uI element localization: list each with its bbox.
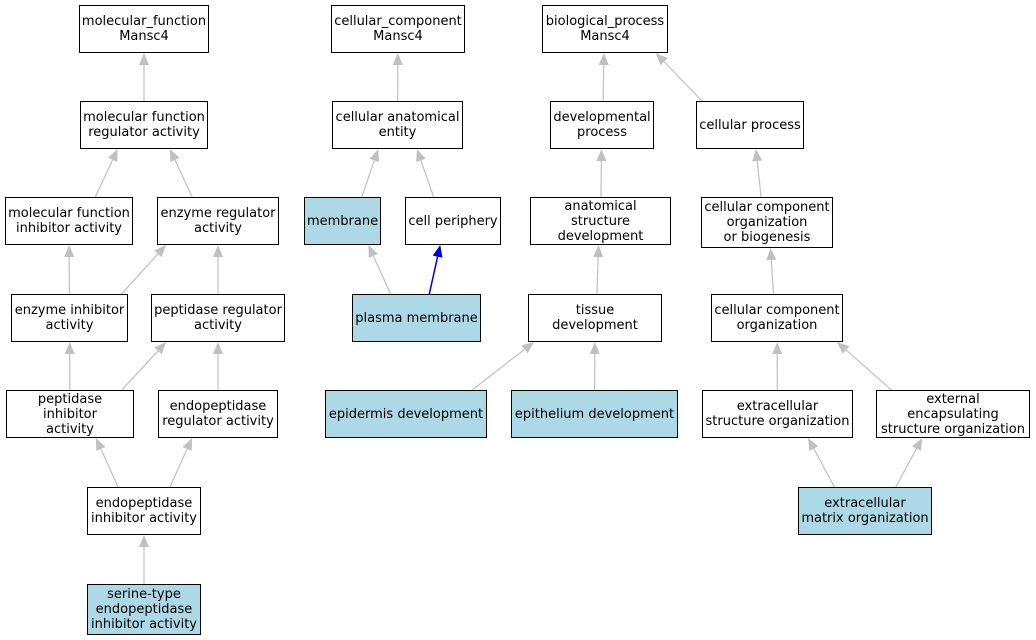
node-plasma-membrane: plasma membrane xyxy=(352,294,481,342)
arrowhead-pep_inhib-to-enz_inhib xyxy=(64,342,75,355)
node-epithelium-development: epithelium development xyxy=(511,390,678,438)
edge-plasma_membrane-to-cell_periphery xyxy=(428,256,439,295)
node-extracellular-matrix-organization: extracellular matrix organization xyxy=(798,487,932,535)
node-mf-regulator-activity: molecular function regulator activity xyxy=(80,101,208,149)
arrowhead-cae-to-cc_root xyxy=(392,53,403,66)
arrowhead-mf_inhib-to-mf_reg xyxy=(108,149,118,162)
arrowhead-enz_inhib-to-mf_inhib xyxy=(64,245,75,258)
node-endopeptidase-inhibitor-activity: endopeptidase inhibitor activity xyxy=(87,487,201,535)
node-mf-root: molecular_function Mansc4 xyxy=(79,5,209,53)
edge-enz_reg-to-mf_reg xyxy=(174,159,193,198)
node-bp-root: biological_process Mansc4 xyxy=(542,5,668,53)
arrowhead-ext_struct-to-cco xyxy=(772,342,783,355)
node-cellular-component-organization: cellular component organization xyxy=(711,294,843,342)
node-tissue-development: tissue development xyxy=(528,294,662,342)
node-epidermis-development: epidermis development xyxy=(325,390,487,438)
node-peptidase-regulator-activity: peptidase regulator activity xyxy=(151,294,285,342)
arrowhead-mf_reg-to-mf_root xyxy=(139,53,149,65)
arrowhead-ccob-to-cell_proc xyxy=(752,149,763,162)
edge-endo_inhib-to-endo_reg xyxy=(169,448,188,488)
arrowhead-serine-to-endo_inhib xyxy=(139,535,149,547)
node-serine-type-endopeptidase-inhibitor: serine-type endopeptidase inhibitor acti… xyxy=(87,584,201,635)
node-cell-periphery: cell periphery xyxy=(405,197,501,245)
edge-ecm-to-ext_struct xyxy=(813,448,835,488)
edge-plasma_membrane-to-membrane xyxy=(372,255,392,295)
node-mf-inhibitor-activity: molecular function inhibitor activity xyxy=(5,197,133,245)
arrowhead-cell_proc-to-bp_root xyxy=(655,53,668,66)
arrowhead-endo_inhib-to-pep_inhib xyxy=(95,438,106,451)
edge-endo_inhib-to-pep_inhib xyxy=(100,448,119,488)
arrowhead-dev_proc-to-bp_root xyxy=(598,53,609,66)
arrowhead-membrane-to-cae xyxy=(369,149,380,162)
edge-enz_inhib-to-enz_reg xyxy=(121,253,159,295)
edge-dev_proc-to-bp_root xyxy=(602,64,605,102)
arrowhead-enz_reg-to-mf_reg xyxy=(169,149,180,162)
node-cellular-process: cellular process xyxy=(696,101,804,149)
node-enzyme-regulator-activity: enzyme regulator activity xyxy=(157,197,279,245)
arrowhead-pep_inhib-to-pep_reg xyxy=(154,342,167,355)
arrowhead-epithelium-to-tissue_dev xyxy=(589,342,600,355)
arrowhead-ext_encap-to-cco xyxy=(837,342,850,354)
arrowhead-plasma_membrane-to-membrane xyxy=(368,245,378,258)
edge-mf_inhib-to-mf_reg xyxy=(94,159,114,198)
arrowhead-cco-to-ccob xyxy=(766,248,777,261)
node-extracellular-structure-organization: extracellular structure organization xyxy=(702,390,853,438)
arrowhead-endo_inhib-to-endo_reg xyxy=(182,438,193,451)
arrowhead-tissue_dev-to-anat_dev xyxy=(593,245,604,258)
node-external-encapsulating-structure-organization: external encapsulating structure organiz… xyxy=(876,390,1030,438)
arrowhead-ecm-to-ext_struct xyxy=(808,438,819,451)
node-endopeptidase-regulator-activity: endopeptidase regulator activity xyxy=(158,390,278,438)
arrowhead-pep_reg-to-enz_reg xyxy=(213,245,223,257)
node-anatomical-structure-development: anatomical structure development xyxy=(530,197,671,245)
node-cc-root: cellular_component Mansc4 xyxy=(331,5,465,53)
node-cellular-component-organization-or-biogenesis: cellular component organization or bioge… xyxy=(701,197,833,248)
node-developmental-process: developmental process xyxy=(550,101,654,149)
edge-membrane-to-cae xyxy=(361,160,375,198)
arrowhead-epidermis-to-tissue_dev xyxy=(521,342,534,354)
edge-ccob-to-cell_proc xyxy=(756,160,762,198)
node-membrane: membrane xyxy=(304,197,381,245)
node-peptidase-inhibitor-activity: peptidase inhibitor activity xyxy=(6,390,134,438)
arrowhead-enz_inhib-to-enz_reg xyxy=(154,245,167,258)
edge-cell_periphery-to-cae xyxy=(420,160,435,198)
arrowhead-plasma_membrane-to-cell_periphery xyxy=(432,245,443,258)
arrowhead-anat_dev-to-dev_proc xyxy=(596,149,607,162)
arrowhead-ecm-to-ext_encap xyxy=(912,438,923,451)
edge-cell_proc-to-bp_root xyxy=(663,61,703,102)
arrowhead-cell_periphery-to-cae xyxy=(416,149,426,162)
edge-ecm-to-ext_encap xyxy=(895,448,918,488)
edge-tissue_dev-to-anat_dev xyxy=(596,256,599,295)
edge-pep_inhib-to-pep_reg xyxy=(121,350,159,391)
arrowhead-endo_reg-to-pep_reg xyxy=(213,342,223,354)
edge-ext_encap-to-cco xyxy=(845,349,892,391)
node-enzyme-inhibitor-activity: enzyme inhibitor activity xyxy=(11,294,128,342)
node-cellular-anatomical-entity: cellular anatomical entity xyxy=(332,101,463,149)
edge-epidermis-to-tissue_dev xyxy=(471,348,525,391)
edge-cco-to-ccob xyxy=(770,259,775,295)
